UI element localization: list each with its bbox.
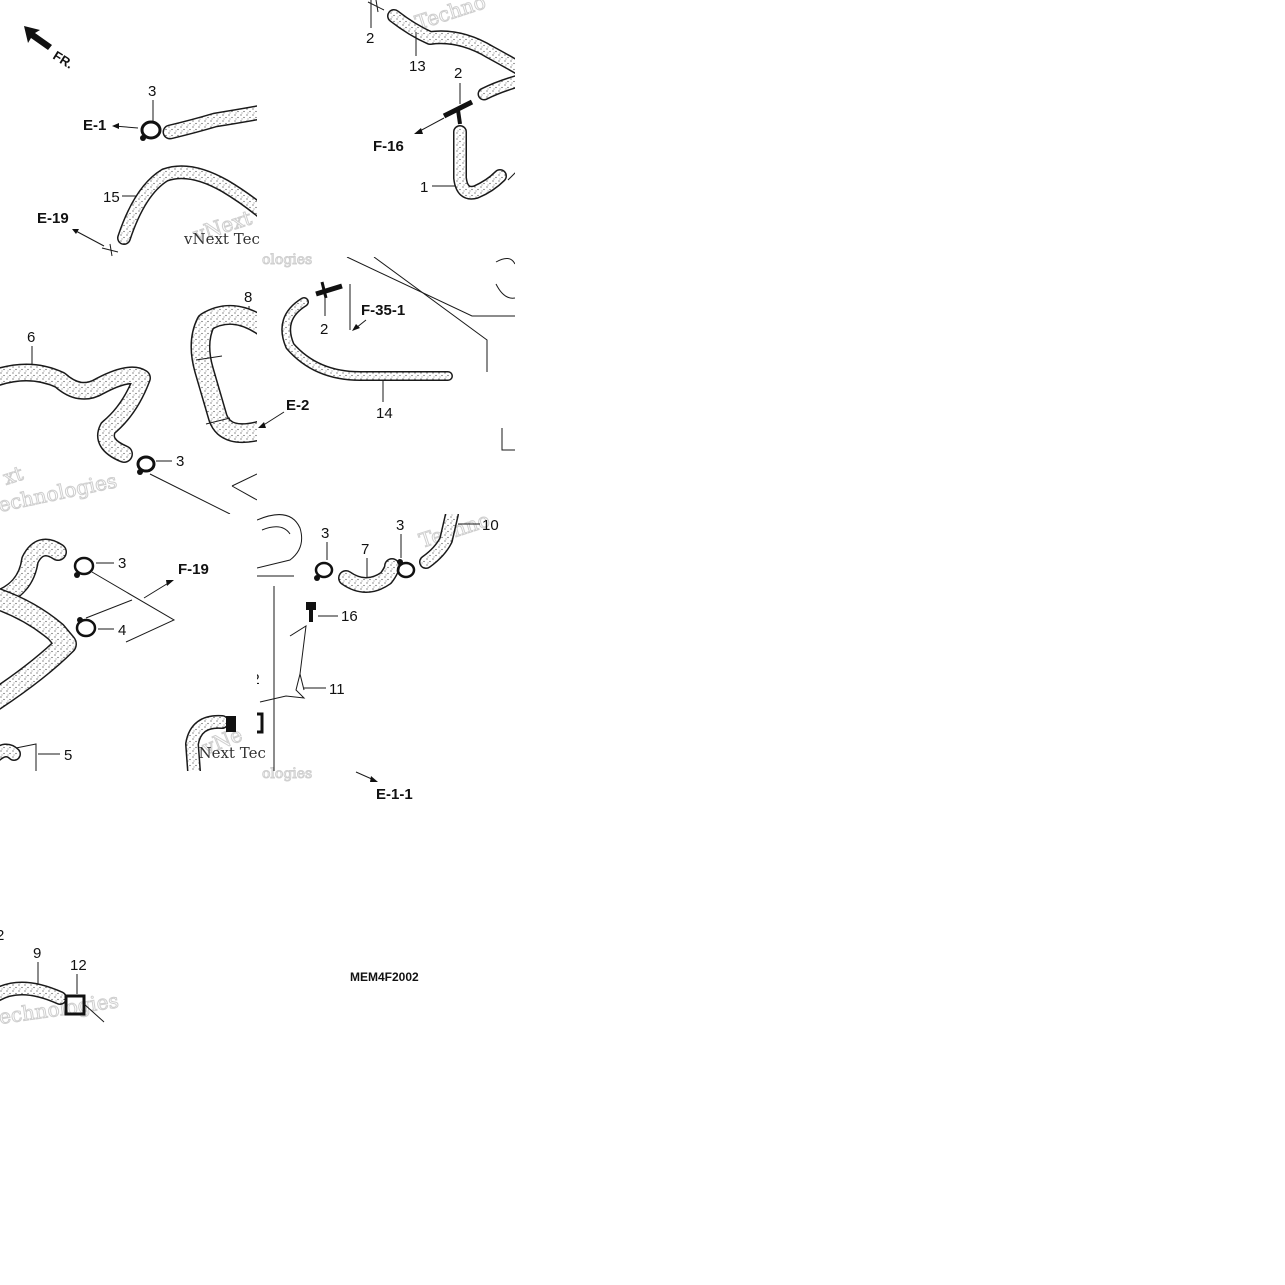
ref-e-2: E-2 [286, 397, 309, 414]
callout-14: 14 [376, 405, 393, 422]
callout-2: 2 [320, 321, 328, 338]
tile-top-center: 2 13 2 F-16 1 [366, 0, 515, 200]
tile-middle-left: 6 3 8 [0, 289, 257, 514]
tile-lower-center: 3 7 3 10 16 11 12 [243, 514, 499, 771]
watermark-text: vNext Tec [189, 744, 266, 762]
ref-f-35-1: F-35-1 [361, 302, 405, 319]
tile-bottom-left: 2 9 12 [0, 927, 105, 1023]
callout-12: 12 [70, 957, 87, 974]
hose-clamp-icon [140, 120, 162, 141]
callout-3: 3 [118, 555, 126, 572]
callout-13: 13 [409, 58, 426, 75]
ref-e-1: E-1 [83, 117, 106, 134]
hose-clamp-icon [396, 559, 416, 579]
ref-f-16: F-16 [373, 138, 404, 155]
watermark-text: ologies [262, 252, 312, 268]
callout-6: 6 [27, 329, 35, 346]
callout-5: 5 [64, 747, 72, 764]
callout-10: 10 [482, 517, 499, 534]
watermark-text: ologies [262, 766, 312, 782]
callout-16: 16 [341, 608, 358, 625]
t-joint-icon [315, 281, 343, 299]
tile-middle-center: 2 F-35-1 14 E-2 [258, 257, 515, 451]
callout-12: 12 [243, 671, 260, 688]
callout-3: 3 [148, 83, 156, 100]
callout-3: 3 [321, 525, 329, 542]
t-joint-icon [442, 99, 474, 125]
ref-f-19: F-19 [178, 561, 209, 578]
callout-9: 9 [33, 945, 41, 962]
diagram-code: MEM4F2002 [350, 970, 419, 984]
callout-2: 2 [454, 65, 462, 82]
hose-clamp-icon [75, 617, 97, 638]
clip-icon [257, 712, 264, 734]
tile-lower-left: 3 4 F-19 5 [0, 538, 236, 771]
front-direction-label: FR. [50, 48, 76, 72]
watermark-text: xt [0, 461, 26, 490]
ref-e-1-1: E-1-1 [376, 786, 413, 803]
front-arrow-icon: FR. [24, 26, 76, 72]
callout-3: 3 [396, 517, 404, 534]
hose-clamp-icon [73, 556, 95, 578]
callout-1: 1 [420, 179, 428, 196]
watermarks: Techno vNext vNext Tec ologies xt echnol… [0, 0, 493, 1029]
callout-7: 7 [361, 541, 369, 558]
callout-2: 2 [0, 927, 4, 944]
callout-15: 15 [103, 189, 120, 206]
ref-e-19: E-19 [37, 210, 69, 227]
clip-icon [64, 994, 86, 1016]
callout-2: 2 [366, 30, 374, 47]
bolt-icon [306, 602, 316, 622]
tile-top-left: FR. 3 E-1 15 E-19 [24, 26, 257, 257]
callout-3: 3 [176, 453, 184, 470]
callout-11: 11 [329, 681, 345, 698]
hose-clamp-icon [314, 561, 334, 581]
hose-clamp-icon [136, 455, 156, 475]
callout-4: 4 [118, 622, 126, 639]
callout-8: 8 [244, 289, 252, 306]
watermark-text: vNext Tec [183, 230, 260, 248]
